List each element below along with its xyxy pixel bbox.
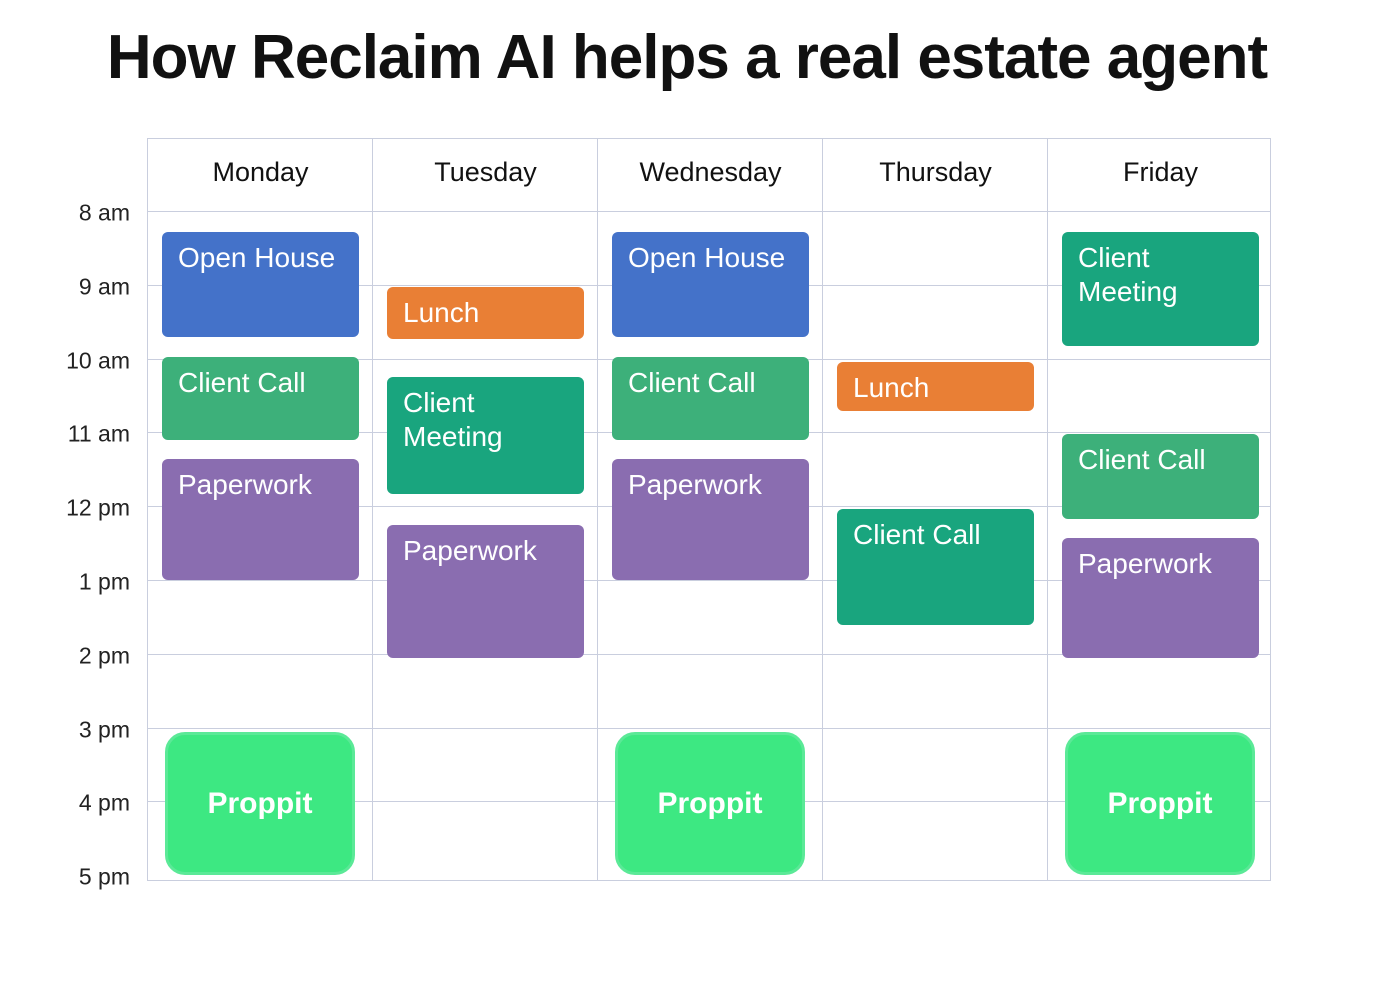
day-header-friday: Friday [1122, 157, 1198, 187]
event-label: Client Call [628, 366, 756, 398]
event-label: Client Call [178, 366, 306, 398]
event-client-meeting[interactable]: Client Call [837, 509, 1034, 625]
event-label: Paperwork [178, 469, 312, 501]
event-label: Paperwork [628, 469, 762, 501]
event-label: Open House [178, 241, 336, 273]
event-lunch[interactable]: Lunch [387, 286, 584, 339]
hour-line [148, 727, 1270, 729]
time-label: 12 pm [66, 494, 130, 521]
event-label: Client Meeting [403, 387, 503, 453]
day-header-tuesday: Tuesday [434, 157, 537, 187]
event-label: Proppit [1107, 786, 1213, 820]
time-label: 3 pm [78, 716, 130, 743]
time-label: 10 am [66, 347, 130, 374]
hour-line [148, 211, 1270, 212]
day-header-monday: Monday [212, 157, 309, 187]
day-header-wednesday: Wednesday [639, 157, 782, 187]
event-paperwork[interactable]: Paperwork [162, 459, 359, 581]
event-client-call[interactable]: Client Call [1062, 434, 1259, 519]
event-label: Client Meeting [1078, 241, 1178, 307]
time-label: 8 am [78, 199, 130, 226]
time-label: 9 am [78, 273, 130, 300]
event-label: Paperwork [1078, 548, 1212, 580]
event-label: Open House [628, 241, 786, 273]
time-label: 4 pm [78, 789, 130, 816]
event-proppit[interactable]: Proppit [615, 732, 805, 876]
event-proppit[interactable]: Proppit [165, 732, 355, 876]
event-label: Lunch [853, 371, 930, 403]
event-label: Client Call [1078, 444, 1206, 476]
page-title: How Reclaim AI helps a real estate agent [106, 23, 1268, 92]
event-client-meeting[interactable]: Client Meeting [1062, 231, 1259, 347]
time-label: 1 pm [78, 568, 130, 595]
event-paperwork[interactable]: Paperwork [387, 524, 584, 658]
event-label: Proppit [657, 786, 763, 820]
event-label: Lunch [403, 296, 480, 328]
event-client-meeting[interactable]: Client Meeting [387, 377, 584, 494]
event-client-call[interactable]: Client Call [612, 356, 809, 441]
hour-line [148, 580, 1270, 581]
hour-line [148, 653, 1270, 655]
event-label: Proppit [207, 786, 313, 820]
event-open-house[interactable]: Open House [612, 231, 809, 338]
column-divider [372, 139, 373, 880]
time-label: 11 am [67, 420, 130, 447]
event-proppit[interactable]: Proppit [1065, 732, 1255, 876]
event-label: Client Call [853, 519, 981, 551]
day-header-thursday: Thursday [879, 157, 992, 187]
time-label: 5 pm [78, 863, 130, 890]
column-divider [822, 139, 823, 880]
event-client-call[interactable]: Client Call [162, 356, 359, 441]
event-label: Paperwork [403, 534, 537, 566]
column-divider [597, 139, 598, 880]
event-lunch[interactable]: Lunch [837, 361, 1034, 412]
time-label: 2 pm [78, 642, 130, 669]
event-paperwork[interactable]: Paperwork [1062, 538, 1259, 658]
column-divider [1047, 139, 1048, 880]
event-paperwork[interactable]: Paperwork [612, 459, 809, 581]
event-open-house[interactable]: Open House [162, 231, 359, 338]
